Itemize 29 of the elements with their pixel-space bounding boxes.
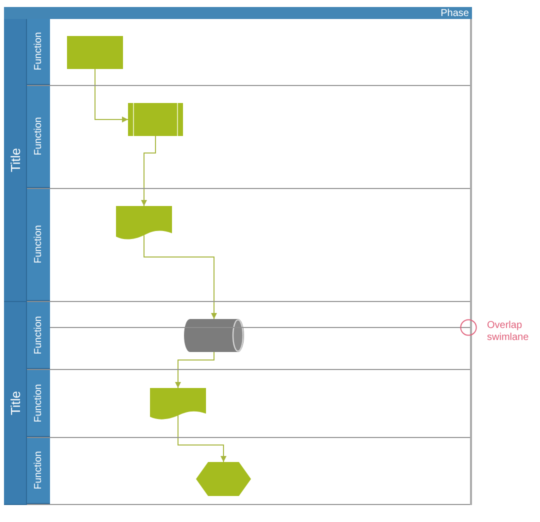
lane-title: Function (32, 316, 44, 354)
arrow (141, 136, 156, 206)
process-box (67, 36, 123, 69)
preparation-hexagon (196, 462, 251, 496)
predefined-process-box (128, 103, 183, 136)
lane-title: Function (32, 32, 44, 71)
lane-title: Function (32, 384, 44, 422)
arrow (144, 234, 217, 320)
swimlane (27, 86, 470, 189)
swimlane-pool (4, 302, 472, 505)
annotation-text: Overlap swimlane (487, 320, 530, 344)
phase-label: Phase (440, 8, 469, 18)
arrow (178, 415, 226, 462)
swimlane-pool (4, 19, 472, 302)
pool-title: Title (8, 390, 22, 416)
swimlane (27, 370, 470, 438)
database-cylinder (184, 319, 244, 352)
arrow (94, 68, 128, 122)
swimlane (27, 19, 470, 86)
swimlane (27, 438, 470, 505)
lane-title: Function (32, 451, 44, 490)
arrow (175, 352, 214, 388)
document-shape (116, 206, 172, 240)
document-shape (150, 388, 206, 420)
phase-header-band (4, 7, 472, 19)
pool-title: Title (8, 148, 22, 172)
swimlane (27, 189, 470, 302)
lane-title: Function (32, 117, 44, 156)
lane-title: Function (32, 225, 44, 264)
